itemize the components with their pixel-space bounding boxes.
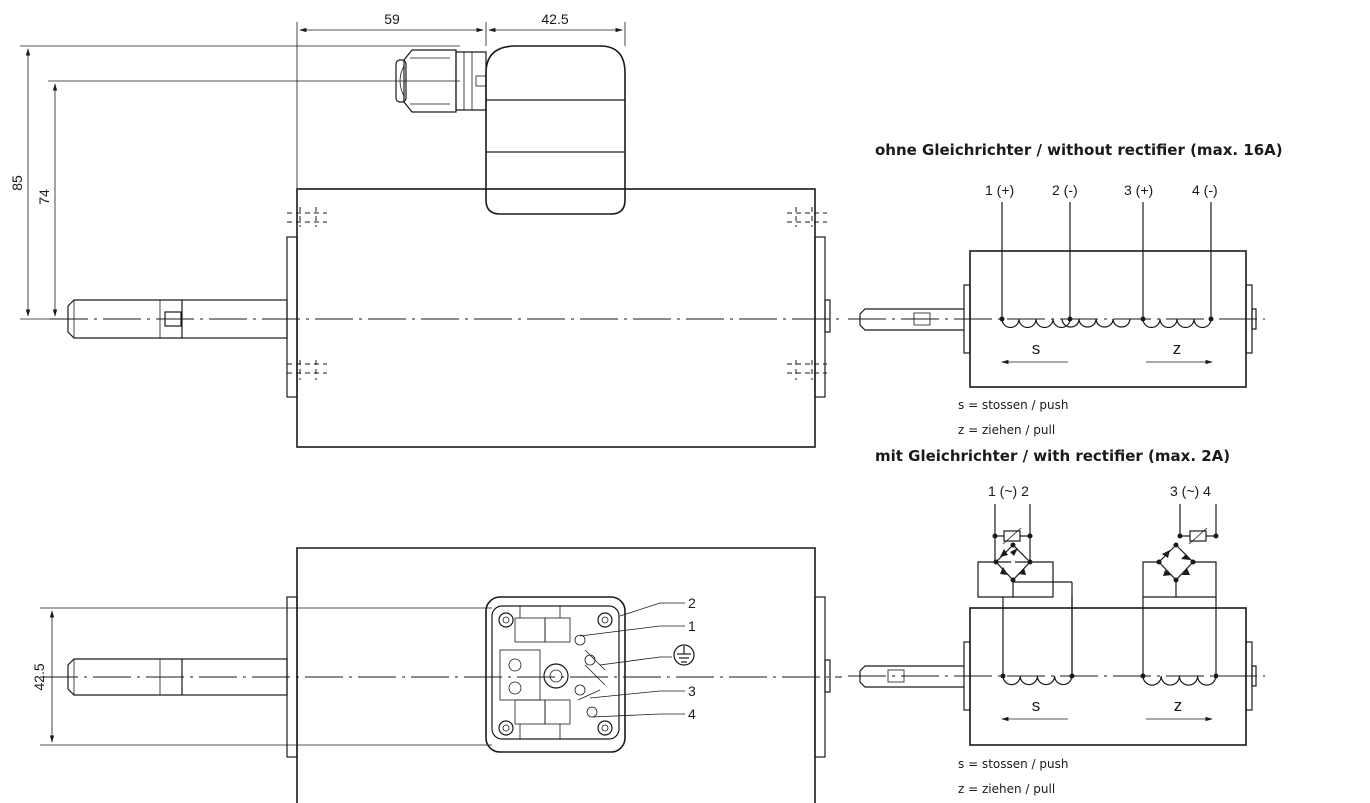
- top-view: 59 42.5 85 74: [9, 11, 842, 448]
- s2-push-label: s: [1032, 696, 1041, 715]
- s2-legend-push: s = stossen / push: [958, 757, 1068, 771]
- dim-42-5-bottom: 42.5: [31, 663, 47, 690]
- terminal-block: [485, 596, 626, 753]
- callout-2: 2: [688, 595, 696, 611]
- ground-symbol-icon: [673, 644, 695, 666]
- dim-74: 74: [36, 189, 52, 205]
- s2-pull-label: z: [1174, 696, 1183, 715]
- bottom-view: 2 1 3 4 42.5: [31, 547, 842, 803]
- s1-legend-pull: z = ziehen / pull: [958, 423, 1055, 437]
- dim-59: 59: [384, 11, 400, 27]
- coil-icon: [1061, 318, 1131, 328]
- callout-1: 1: [688, 618, 696, 634]
- s1-push-label: s: [1032, 339, 1041, 358]
- connector-housing: [395, 45, 626, 215]
- dim-42-5-top: 42.5: [541, 11, 568, 27]
- s1-terminal-3: 3 (+): [1124, 182, 1153, 198]
- s2-terminals-right: 3 (~) 4: [1170, 483, 1211, 499]
- top-body: [296, 188, 816, 448]
- callout-4: 4: [688, 706, 696, 722]
- s1-terminal-1: 1 (+): [985, 182, 1014, 198]
- schematic-with-rectifier: mit Gleichrichter / with rectifier (max.…: [848, 447, 1265, 796]
- s1-legend-push: s = stossen / push: [958, 398, 1068, 412]
- schematic-without-rectifier: ohne Gleichrichter / without rectifier (…: [848, 141, 1283, 437]
- s1-pull-label: z: [1173, 339, 1182, 358]
- schematic-2-title: mit Gleichrichter / with rectifier (max.…: [875, 447, 1230, 465]
- s1-terminal-4: 4 (-): [1192, 182, 1218, 198]
- s2-terminals-left: 1 (~) 2: [988, 483, 1029, 499]
- s1-terminal-2: 2 (-): [1052, 182, 1078, 198]
- bottom-body: [296, 547, 816, 803]
- schematic-1-title: ohne Gleichrichter / without rectifier (…: [875, 141, 1283, 159]
- hidden-screws: [287, 207, 827, 380]
- s2-legend-pull: z = ziehen / pull: [958, 782, 1055, 796]
- diode-icon: [977, 504, 1073, 676]
- callout-3: 3: [688, 683, 696, 699]
- diode-bridge-right: [1142, 504, 1219, 676]
- dim-85: 85: [9, 175, 25, 191]
- right-end-cap: [824, 299, 831, 333]
